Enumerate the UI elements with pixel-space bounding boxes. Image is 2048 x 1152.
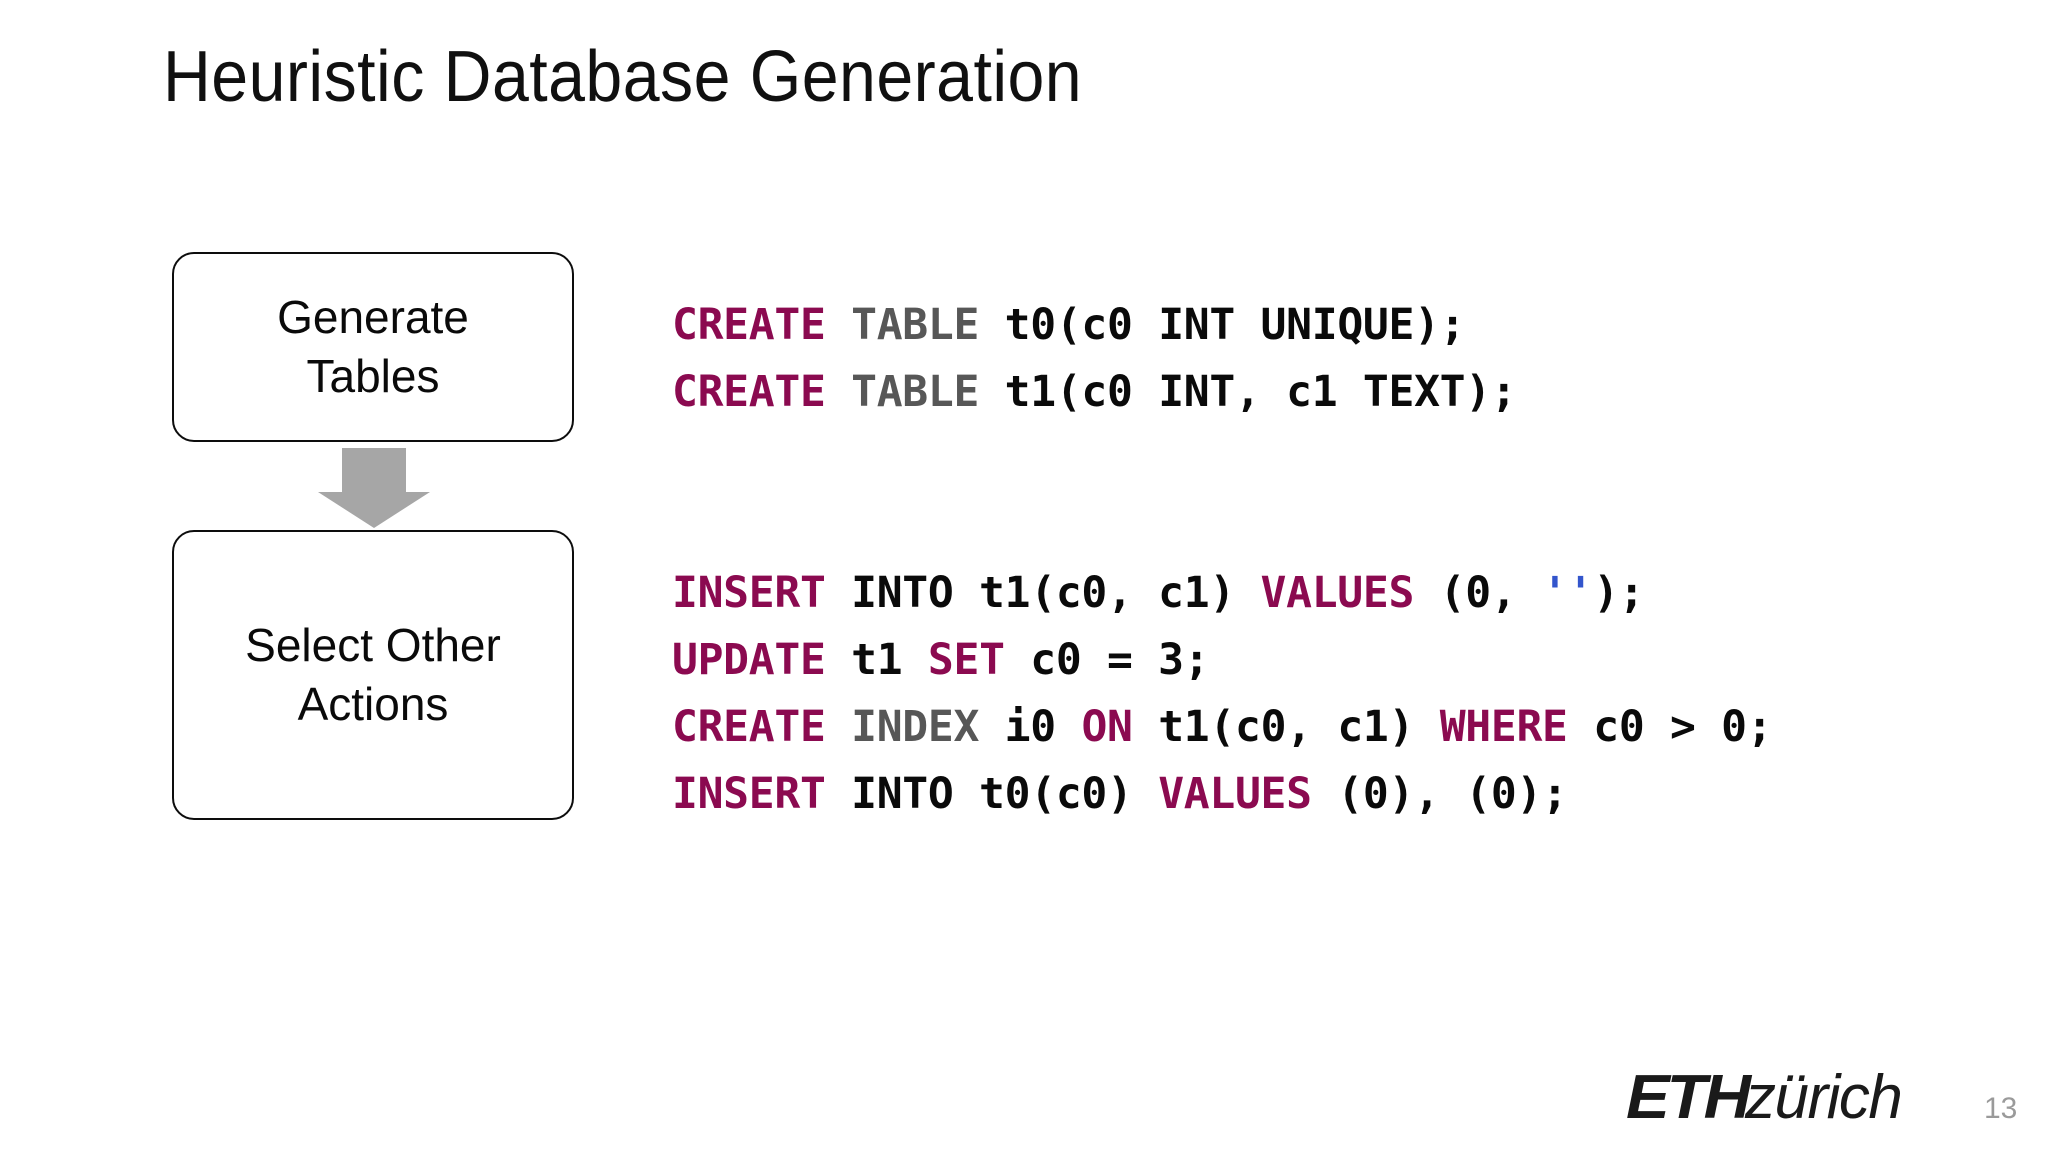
- code-line: INSERT INTO t0(c0) VALUES (0), (0);: [672, 761, 2012, 828]
- eth-logo-mark: ETH: [1626, 1063, 1751, 1132]
- code-token-plain: t1: [825, 635, 928, 685]
- sql-code-block: CREATE TABLE t0(c0 INT UNIQUE);CREATE TA…: [672, 292, 2012, 828]
- code-token-str: '': [1542, 568, 1594, 618]
- eth-logo-wordmark: zürich: [1745, 1063, 1903, 1132]
- code-token-kw: CREATE: [672, 367, 826, 417]
- code-token-kw: INSERT: [672, 568, 826, 618]
- code-token-kw: ON: [1081, 702, 1133, 752]
- code-token-plain: c0 = 3;: [1004, 635, 1210, 685]
- code-token-type: TABLE: [851, 367, 980, 417]
- code-group-other-actions: INSERT INTO t1(c0, c1) VALUES (0, '');UP…: [672, 560, 2012, 828]
- eth-zurich-logo: ETH zürich: [1626, 1062, 1903, 1132]
- code-token-plain: t1(c0, c1): [1132, 702, 1440, 752]
- page-number: 13: [1984, 1092, 2018, 1125]
- code-line: INSERT INTO t1(c0, c1) VALUES (0, '');: [672, 560, 2012, 627]
- code-token-kw: WHERE: [1439, 702, 1568, 752]
- code-token-type: INDEX: [851, 702, 980, 752]
- code-line: CREATE INDEX i0 ON t1(c0, c1) WHERE c0 >…: [672, 694, 2012, 761]
- code-token-kw: UPDATE: [672, 635, 826, 685]
- code-token-kw: INSERT: [672, 769, 826, 819]
- code-token-plain: t0(c0 INT UNIQUE);: [979, 300, 1466, 350]
- code-token-plain: INTO t0(c0): [825, 769, 1159, 819]
- page-title: Heuristic Database Generation: [163, 37, 1083, 117]
- code-line: CREATE TABLE t0(c0 INT UNIQUE);: [672, 292, 2012, 359]
- code-token-plain: t1(c0 INT, c1 TEXT);: [979, 367, 1517, 417]
- code-token-plain: [826, 367, 852, 417]
- code-token-type: TABLE: [851, 300, 980, 350]
- code-token-plain: );: [1593, 568, 1645, 618]
- code-token-kw: SET: [927, 635, 1005, 685]
- code-token-plain: [826, 300, 852, 350]
- code-token-kw: VALUES: [1260, 568, 1415, 618]
- code-token-plain: [826, 702, 852, 752]
- code-token-plain: (0,: [1414, 568, 1543, 618]
- code-token-kw: VALUES: [1158, 769, 1312, 819]
- code-token-plain: i0: [979, 702, 1082, 752]
- code-token-kw: CREATE: [672, 300, 826, 350]
- code-token-kw: CREATE: [672, 702, 826, 752]
- code-token-plain: c0 > 0;: [1567, 702, 1773, 752]
- code-token-plain: (0), (0);: [1311, 769, 1568, 819]
- code-line: CREATE TABLE t1(c0 INT, c1 TEXT);: [672, 359, 2012, 426]
- code-line: UPDATE t1 SET c0 = 3;: [672, 627, 2012, 694]
- down-arrow-icon: [318, 448, 430, 528]
- code-token-plain: INTO t1(c0, c1): [825, 568, 1261, 618]
- code-group-create-tables: CREATE TABLE t0(c0 INT UNIQUE);CREATE TA…: [672, 292, 2012, 426]
